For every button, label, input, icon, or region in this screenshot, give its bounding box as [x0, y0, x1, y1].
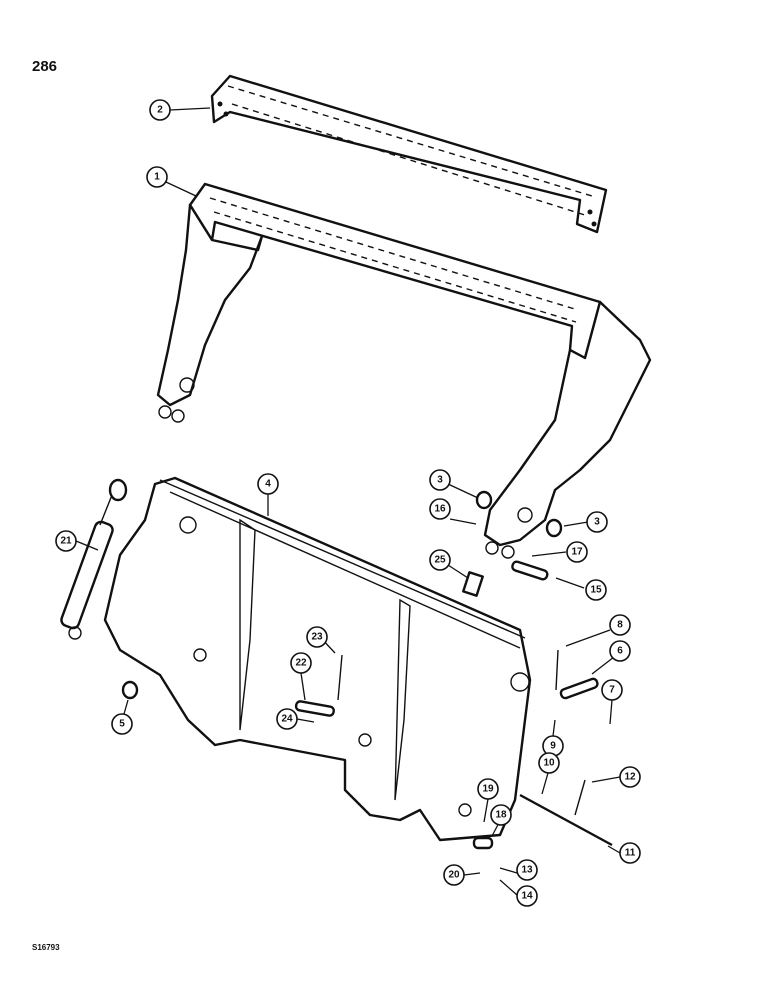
svg-text:9: 9 [550, 741, 556, 752]
svg-text:13: 13 [521, 865, 533, 876]
callout-1: 1 [146, 166, 168, 188]
svg-text:4: 4 [265, 479, 271, 490]
svg-text:24: 24 [281, 714, 293, 725]
svg-text:10: 10 [543, 758, 555, 769]
svg-text:12: 12 [624, 772, 636, 783]
svg-text:25: 25 [434, 555, 446, 566]
callout-8: 8 [609, 614, 631, 636]
bolt-part-23 [337, 654, 343, 701]
callout-19: 19 [477, 778, 499, 800]
cutting-edge-strip [210, 74, 608, 234]
callout-20: 20 [443, 864, 465, 886]
bolt-part-8 [555, 649, 559, 691]
rod-part-10-11 [519, 793, 613, 847]
callout-7: 7 [601, 679, 623, 701]
figure-code: S16793 [32, 943, 60, 952]
plate-part-25 [462, 571, 484, 597]
callout-16: 16 [429, 498, 451, 520]
callout-15: 15 [585, 579, 607, 601]
bushing-part-3-top [475, 490, 493, 510]
callout-11: 11 [619, 842, 641, 864]
svg-text:11: 11 [625, 848, 636, 859]
callout-9: 9 [542, 735, 564, 757]
pin-part-22 [294, 700, 335, 717]
callout-12: 12 [619, 766, 641, 788]
svg-text:22: 22 [295, 658, 307, 669]
callout-22: 22 [290, 652, 312, 674]
callout-5: 5 [111, 713, 133, 735]
callout-23: 23 [306, 626, 328, 648]
svg-text:6: 6 [617, 646, 623, 657]
svg-text:17: 17 [571, 547, 583, 558]
callout-2: 2 [149, 99, 171, 121]
svg-text:3: 3 [437, 475, 443, 486]
page-number: 286 [32, 58, 58, 75]
pin-part-6 [559, 677, 599, 700]
bushing-part-3-right [545, 518, 563, 538]
svg-text:19: 19 [482, 784, 494, 795]
svg-text:3: 3 [594, 517, 600, 528]
pin-part-18 [472, 836, 494, 850]
svg-text:15: 15 [590, 585, 602, 596]
callout-13: 13 [516, 859, 538, 881]
callout-18: 18 [490, 804, 512, 826]
svg-text:8: 8 [617, 620, 623, 631]
svg-text:5: 5 [119, 719, 125, 730]
bolt-part-12 [574, 779, 586, 816]
svg-text:1: 1 [154, 172, 160, 183]
callout-3b: 3 [586, 511, 608, 533]
hydraulic-cylinder [60, 478, 128, 640]
bushing-part-5 [121, 680, 139, 700]
callout-6: 6 [609, 640, 631, 662]
svg-text:23: 23 [311, 632, 323, 643]
callout-25: 25 [429, 549, 451, 571]
svg-text:2: 2 [157, 105, 163, 116]
svg-text:21: 21 [60, 536, 72, 547]
bucket-body [103, 476, 532, 842]
svg-text:14: 14 [521, 891, 533, 902]
leader-lines [75, 107, 621, 896]
svg-text:7: 7 [609, 685, 615, 696]
callout-3a: 3 [429, 469, 451, 491]
callout-17: 17 [566, 541, 588, 563]
svg-text:16: 16 [434, 504, 446, 515]
bucket-frame [156, 182, 652, 559]
callout-4: 4 [257, 473, 279, 495]
callout-10: 10 [538, 752, 560, 774]
pin-part-15 [511, 560, 549, 581]
svg-text:18: 18 [495, 810, 507, 821]
callout-24: 24 [276, 708, 298, 730]
callout-14: 14 [516, 885, 538, 907]
callout-21: 21 [55, 530, 77, 552]
svg-text:20: 20 [448, 870, 460, 881]
